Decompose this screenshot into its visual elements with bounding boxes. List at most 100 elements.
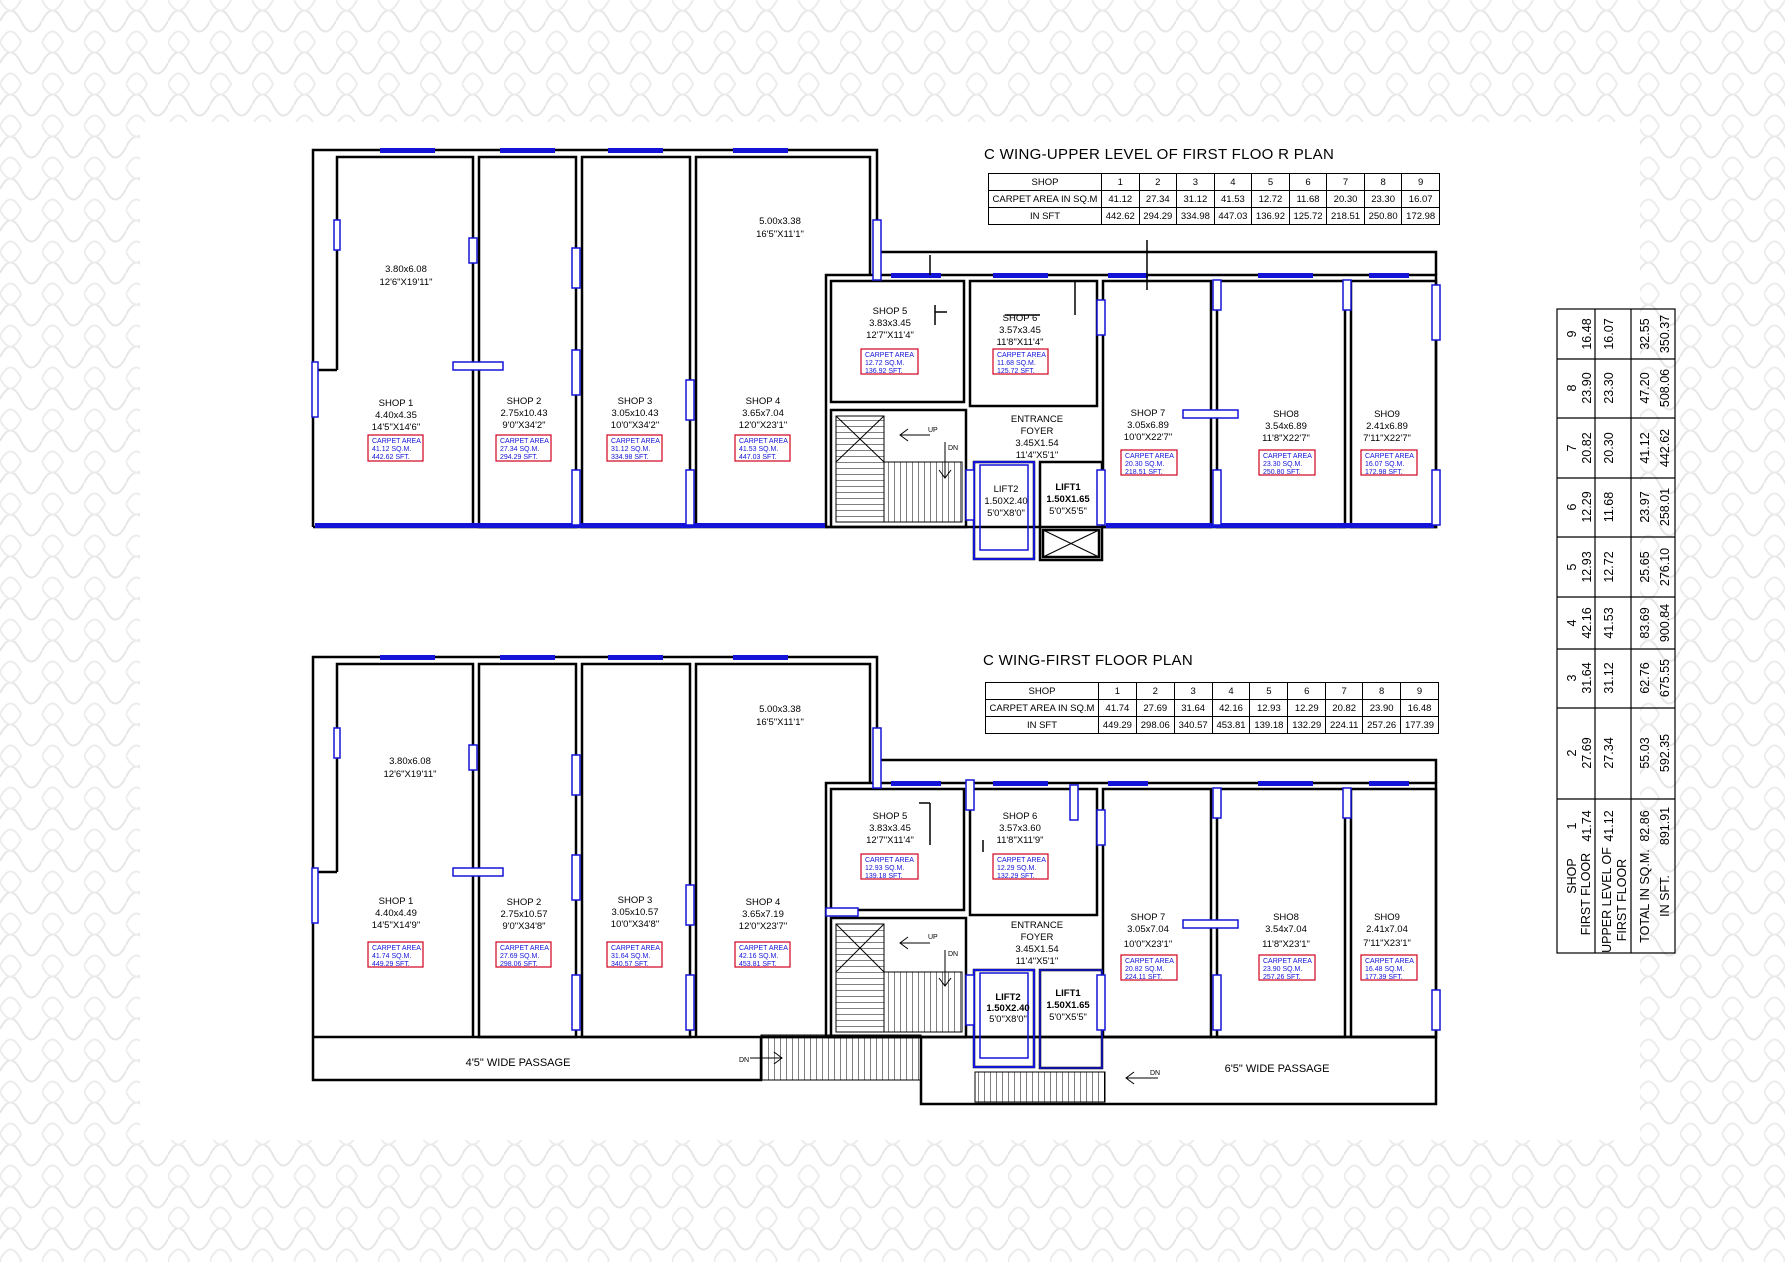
summary-column-header: 6 [1565,503,1579,510]
upper-level-plan: 5.00x3.38 16'5"X11'1" 3.80x6.08 12'6"X19… [311,148,1441,562]
summary-column-header: 1 [1565,822,1579,829]
table-row: IN SFT 449.29 298.06 340.57 453.81 139.1… [985,716,1439,734]
room-top-name: 5.00x3.38 [759,216,801,227]
summary-row-label: TOTAL IN SQ.M. [1638,849,1652,943]
summary-cell: 32.55 [1638,318,1652,349]
ff-shop3-name: SHOP 3 [618,895,653,906]
upper-area-table: SHOP 1 2 3 4 5 6 7 8 9 CARPET AREA IN SQ… [988,173,1440,225]
svg-text:CARPET AREA: CARPET AREA [739,438,788,445]
summary-cell: 83.69 [1638,607,1652,638]
table-row: IN SFT 442.62 294.29 334.98 447.03 136.9… [988,207,1440,225]
table-row: SHOP 1 2 3 4 5 6 7 8 9 [985,682,1439,700]
summary-cell: 20.82 [1580,432,1594,463]
summary-column-header: 8 [1565,384,1579,391]
summary-cell: 675.55 [1658,659,1672,697]
svg-text:449.29 SFT.: 449.29 SFT. [372,961,410,968]
shop6-carpet-area-box: CARPET AREA 11.68 SQ.M. 125.72 SFT. [992,348,1049,375]
svg-text:CARPET AREA: CARPET AREA [865,352,914,359]
ff-shop8-metric: 3.54x7.04 [1265,924,1307,935]
shop5-metric: 3.83x3.45 [869,318,911,329]
summary-column-header: SHOP [1565,858,1579,893]
svg-text:172.98 SFT.: 172.98 SFT. [1365,469,1403,476]
svg-text:31.12 SQ.M.: 31.12 SQ.M. [611,446,650,453]
ff-shop5-carpet-area-box: CARPET AREA 12.93 SQ.M. 139.18 SFT. [860,853,919,880]
summary-cell: 891.91 [1658,807,1672,845]
summary-cell: 442.62 [1658,429,1672,467]
ff-shop9-metric: 2.41x7.04 [1366,924,1408,935]
ff-shop1-carpet-area-box: CARPET AREA 41.74 SQ.M. 449.29 SFT. [367,941,424,968]
summary-cell: 258.01 [1658,488,1672,526]
svg-text:41.12 SQ.M.: 41.12 SQ.M. [372,446,411,453]
svg-text:298.06 SFT.: 298.06 SFT. [500,961,538,968]
shop3-name: SHOP 3 [618,396,653,407]
ff-shop9-name: SHO9 [1374,912,1400,923]
shop1-metric: 4.40x4.35 [375,410,417,421]
summary-column-header: 2 [1565,749,1579,756]
svg-text:20.82 SQ.M.: 20.82 SQ.M. [1125,966,1164,973]
svg-text:CARPET AREA: CARPET AREA [739,945,788,952]
shop9-name: SHO9 [1374,409,1400,420]
svg-text:CARPET AREA: CARPET AREA [997,857,1046,864]
ff-shop1-imperial: 14'5"X14'9" [372,920,420,931]
summary-cell: 23.97 [1638,491,1652,522]
svg-text:23.30 SQ.M.: 23.30 SQ.M. [1263,461,1302,468]
svg-text:12.72 SQ.M.: 12.72 SQ.M. [865,360,904,367]
summary-cell: 276.10 [1658,548,1672,586]
lift1-name: LIFT1 [1055,482,1081,493]
summary-area-table: SHOP12345678941.7427.6931.6442.1612.9312… [1556,308,1676,954]
shop6-metric: 3.57x3.45 [999,325,1041,336]
svg-text:12.29 SQ.M.: 12.29 SQ.M. [997,865,1036,872]
shop5-carpet-area-box: CARPET AREA 12.72 SQ.M. 136.92 SFT. [860,348,919,375]
summary-cell: 592.35 [1658,734,1672,772]
ff-lift2-name: LIFT2 [995,992,1020,1003]
shop2-metric: 2.75x10.43 [500,408,547,419]
ff-shop9-carpet-area-box: CARPET AREA 16.48 SQ.M. 177.39 SFT. [1360,954,1418,981]
svg-text:16.07 SQ.M.: 16.07 SQ.M. [1365,461,1404,468]
svg-text:447.03 SFT.: 447.03 SFT. [739,454,777,461]
ff-shop7-metric: 3.05x7.04 [1127,924,1169,935]
svg-text:132.29 SFT.: 132.29 SFT. [997,873,1035,880]
svg-text:11.68 SQ.M.: 11.68 SQ.M. [997,360,1036,367]
summary-column-header: 4 [1565,619,1579,626]
svg-text:340.57 SFT.: 340.57 SFT. [611,961,649,968]
summary-cell: 16.07 [1602,318,1616,349]
svg-text:177.39 SFT.: 177.39 SFT. [1365,974,1403,981]
ff-lift2-metric: 1.50X2.40 [986,1003,1029,1014]
shop9-carpet-area-box: CARPET AREA 16.07 SQ.M. 172.98 SFT. [1360,449,1418,476]
shop8-carpet-area-box: CARPET AREA 23.30 SQ.M. 250.80 SFT. [1258,449,1316,476]
svg-text:41.53 SQ.M.: 41.53 SQ.M. [739,446,778,453]
stair-up-label: UP [928,427,938,434]
table-row: SHOP 1 2 3 4 5 6 7 8 9 [988,173,1440,191]
shop6-name: SHOP 6 [1003,313,1038,324]
shop9-imperial: 7'11"X22'7" [1363,433,1411,444]
room-left-name: 3.80x6.08 [385,264,427,275]
table-row: CARPET AREA IN SQ.M 41.12 27.34 31.12 41… [988,190,1440,208]
ff-lift1-metric: 1.50X1.65 [1046,1000,1090,1011]
svg-text:16.48 SQ.M.: 16.48 SQ.M. [1365,966,1404,973]
ff-shop8-imperial: 11'8"X23'1" [1262,939,1310,950]
shop1-imperial: 14'5"X14'6" [372,422,420,433]
ff-shop8-name: SHO8 [1273,912,1299,923]
lift1-imperial: 5'0"X5'5" [1049,506,1087,517]
summary-cell: 12.72 [1602,551,1616,582]
lift2-metric: 1.50X2.40 [984,496,1027,507]
ff-shop7-name: SHOP 7 [1131,912,1166,923]
summary-cell: 41.12 [1638,432,1652,463]
svg-text:20.30 SQ.M.: 20.30 SQ.M. [1125,461,1164,468]
shop8-name: SHO8 [1273,409,1299,420]
summary-cell: 41.12 [1602,810,1616,841]
summary-cell: 16.48 [1580,318,1594,349]
ff-foyer-line1: ENTRANCE [1011,920,1063,931]
summary-cell: 31.12 [1602,662,1616,693]
shop7-carpet-area-box: CARPET AREA 20.30 SQ.M. 218.51 SFT. [1120,449,1178,476]
ff-shop5-name: SHOP 5 [873,811,908,822]
ff-shop3-metric: 3.05x10.57 [611,907,658,918]
summary-cell: 41.74 [1580,810,1594,841]
ff-shop4-imperial: 12'0"X23'7" [739,921,787,932]
ff-shop3-imperial: 10'0"X34'8" [611,919,659,930]
svg-text:136.92 SFT.: 136.92 SFT. [865,368,903,375]
upper-plan-title: C WING-UPPER LEVEL OF FIRST FLOO R PLAN [984,146,1335,163]
summary-cell: 12.29 [1580,491,1594,522]
ff-shop7-carpet-area-box: CARPET AREA 20.82 SQ.M. 224.11 SFT. [1120,954,1178,981]
summary-column-header: 9 [1565,330,1579,337]
